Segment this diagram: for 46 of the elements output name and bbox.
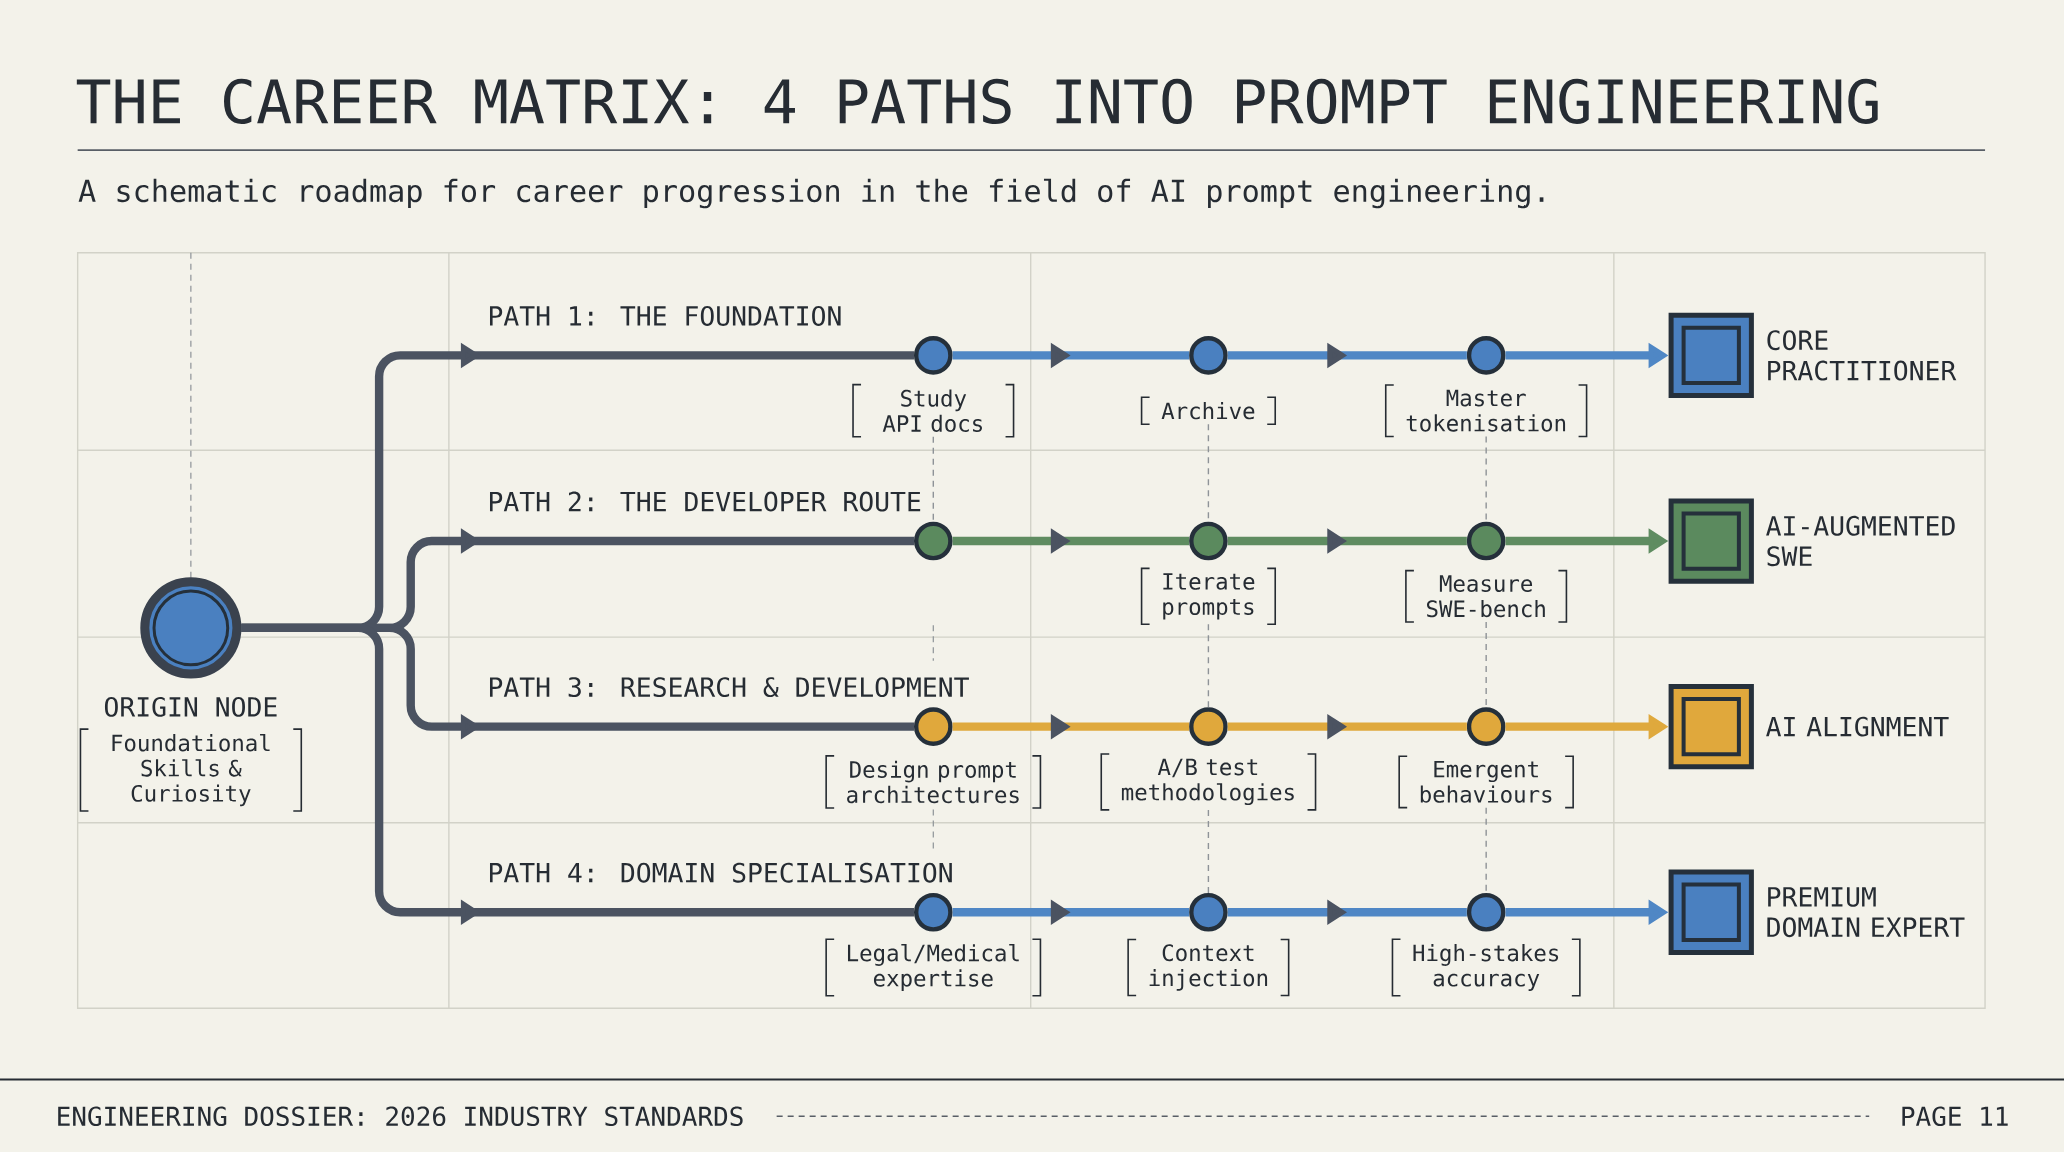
- path-label: PATH 2: THE DEVELOPER ROUTE: [490, 491, 921, 512]
- goal-square: [1668, 684, 1754, 770]
- node-label: AI-AUGMENTED SWE: [1766, 515, 1955, 567]
- milestone-circle: [1466, 336, 1506, 375]
- bracket-label: Iterate prompts: [1140, 567, 1276, 625]
- milestone-circle: [1189, 336, 1228, 375]
- milestone-circle: [1466, 521, 1506, 561]
- milestone-circle: [914, 892, 953, 932]
- page-number: PAGE 11: [1902, 1106, 2008, 1127]
- node-label: PREMIUM DOMAIN EXPERT: [1767, 887, 1965, 938]
- bracket-label: Measure SWE-bench: [1405, 569, 1568, 623]
- subtitle: A schematic roadmap for career progression in the field of AI prompt engineering.: [78, 178, 1544, 209]
- bracket-label: Context injection: [1127, 938, 1290, 997]
- milestone-circle: [1189, 892, 1228, 932]
- dashed-connector: [1485, 806, 1487, 894]
- milestone-circle: [914, 521, 953, 561]
- path-label: PATH 4: DOMAIN SPECIALISATION: [490, 862, 952, 883]
- goal-square: [1668, 312, 1754, 399]
- title: THE CAREER MATRIX: 4 PATHS INTO PROMPT ENGINEERING: [76, 78, 1878, 125]
- bracket-label: Master tokenisation: [1384, 384, 1588, 438]
- bracket-label: Foundational Skills & Curiosity: [79, 728, 303, 812]
- dashed-connector: [1207, 809, 1210, 894]
- milestone-circle: [1189, 521, 1228, 561]
- hub-circle: [140, 577, 242, 679]
- milestone-circle: [1189, 707, 1228, 746]
- path-label: PATH 3: RESEARCH & DEVELOPMENT: [490, 677, 969, 698]
- goal-square: [1668, 869, 1754, 955]
- bracket-label: Legal/Medical expertise: [825, 938, 1042, 997]
- bracket-label: Emergent behaviours: [1398, 755, 1574, 809]
- bracket-label: Archive: [1140, 396, 1276, 425]
- node-label: AI ALIGNMENT: [1766, 716, 1949, 737]
- bracket-label: Study API docs: [852, 383, 1015, 438]
- milestone-circle: [914, 707, 953, 746]
- bracket-label: Design prompt architectures: [825, 755, 1042, 809]
- footer-text: ENGINEERING DOSSIER: 2026 INDUSTRY STANDARDS: [58, 1106, 743, 1127]
- dashed-connector: [1207, 623, 1210, 709]
- goal-square: [1668, 498, 1754, 584]
- bracket-label: A/B test methodologies: [1100, 753, 1317, 811]
- milestone-circle: [1466, 707, 1506, 746]
- milestone-circle: [1466, 892, 1506, 932]
- bracket-label: High-stakes accuracy: [1391, 938, 1581, 997]
- milestone-circle: [914, 336, 953, 375]
- dashed-connector: [932, 436, 934, 523]
- node-label: ORIGIN NODE: [104, 696, 277, 717]
- node-label: CORE PRACTITIONER: [1767, 330, 1957, 381]
- path-label: PATH 1: THE FOUNDATION: [490, 305, 841, 326]
